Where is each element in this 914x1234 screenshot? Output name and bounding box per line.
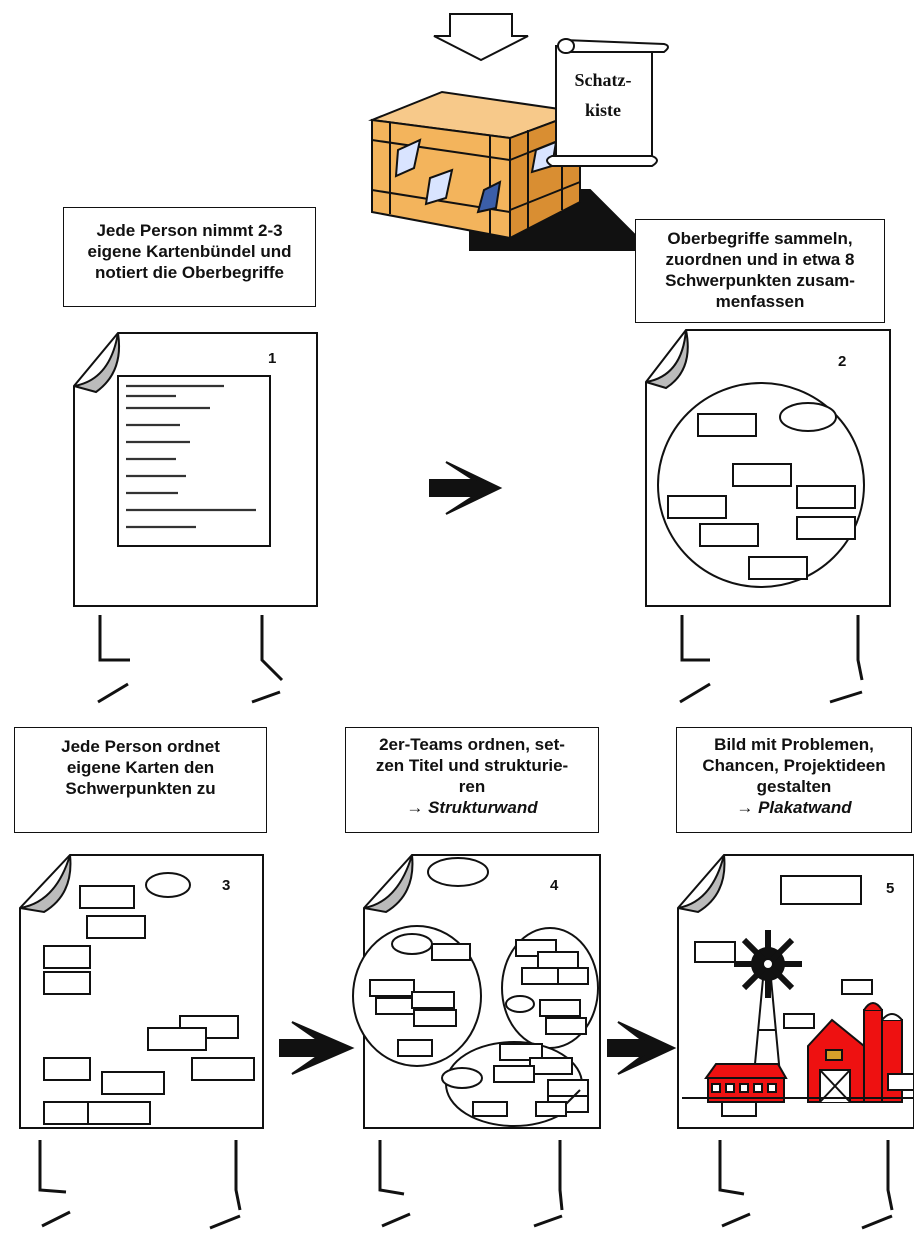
down-arrow-icon [433, 13, 529, 62]
farmhouse-icon [704, 1063, 788, 1103]
right-arrow-icon-2 [279, 1021, 355, 1075]
step-2-description: Oberbegriffe sammeln, zuordnen und in et… [635, 219, 885, 323]
text-line: zen Titel und strukturie- [375, 756, 569, 775]
document-2 [645, 329, 891, 607]
text-line: eigene Karten den [66, 758, 215, 777]
document-5 [677, 854, 914, 1129]
text-line: gestalten [756, 777, 832, 796]
text-line: Chancen, Projektideen [702, 756, 886, 775]
right-arrow-icon [429, 461, 503, 515]
step-number: 2 [838, 353, 846, 370]
step-1-description: Jede Person nimmt 2-3 eigene Kartenbünde… [63, 207, 316, 307]
text-line: Schwerpunkten zusam- [665, 271, 855, 290]
text-line: Schwerpunkten zu [65, 779, 216, 798]
text-line: menfassen [715, 292, 805, 311]
step-4-description: 2er-Teams ordnen, set- zen Titel und str… [345, 727, 599, 833]
document-1 [73, 332, 318, 607]
right-arrow-icon-3 [607, 1021, 677, 1075]
connector-brackets-bottom [38, 1140, 894, 1230]
step-number: 4 [550, 877, 559, 894]
step-note: → Plakatwand [736, 798, 852, 817]
text-line: Jede Person nimmt 2-3 [96, 221, 283, 240]
text-line: notiert die Oberbegriffe [95, 263, 284, 282]
scroll-label-line-2: kiste [585, 100, 621, 120]
step-5-description: Bild mit Problemen, Chancen, Projektidee… [676, 727, 912, 833]
step-number: 1 [268, 350, 276, 367]
step-note: → Strukturwand [406, 798, 538, 817]
windmill-icon [734, 930, 802, 1097]
text-line: zuordnen und in etwa 8 [665, 250, 855, 269]
step-number: 5 [886, 880, 894, 897]
text-line: ren [458, 777, 486, 796]
text-line: Bild mit Problemen, [714, 735, 874, 754]
text-line: Oberbegriffe sammeln, [667, 229, 853, 248]
text-line: Jede Person ordnet [61, 737, 220, 756]
connector-brackets-top [97, 615, 864, 704]
scroll-label-line-1: Schatz- [575, 70, 632, 90]
text-line: 2er-Teams ordnen, set- [379, 735, 565, 754]
document-4 [352, 854, 601, 1129]
step-number: 3 [222, 877, 230, 894]
scroll-icon [546, 38, 669, 167]
document-3 [19, 854, 264, 1129]
step-3-description: Jede Person ordnet eigene Karten den Sch… [14, 727, 267, 833]
text-line: eigene Kartenbündel und [87, 242, 292, 261]
